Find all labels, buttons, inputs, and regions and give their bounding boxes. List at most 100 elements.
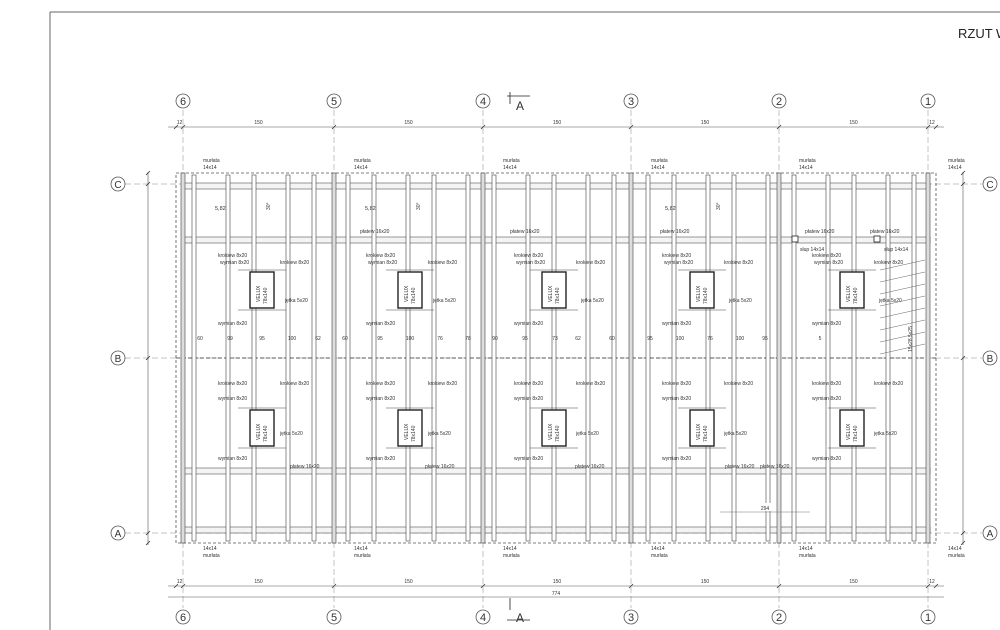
velux-label: VELUX: [846, 285, 852, 302]
truss-post: [628, 172, 634, 544]
rafter-label: krokiew 8x20: [218, 253, 247, 259]
rafter: [585, 174, 591, 542]
velux-size-label: 78x140: [263, 287, 269, 304]
grid-bubble: [110, 350, 126, 366]
rafter: [405, 174, 411, 542]
velux-size-label: 78x140: [411, 287, 417, 304]
wall-plate-size-label: 14x14: [354, 546, 368, 552]
rafter: [911, 174, 917, 542]
wall-plate-label: murłata: [354, 158, 371, 164]
rafter-spacing-label: 100: [676, 336, 685, 342]
trimmer-label: wymian 8x20: [812, 321, 841, 327]
rafter-label: krokiew 8x20: [724, 381, 753, 387]
rafter: [311, 174, 317, 542]
wall-plate-label: murłata: [948, 158, 965, 164]
velux-window: [249, 271, 275, 309]
trimmer-label: wymian 8x20: [662, 321, 691, 327]
purlin-label: płatew 16x20: [575, 464, 605, 470]
dimension-tick: [776, 124, 782, 130]
stair-tread: [879, 259, 926, 271]
trimmer-label: wymian 8x20: [514, 396, 543, 402]
rafter-spacing-label: 95: [762, 336, 768, 342]
rafter-spacing-label: 60: [197, 336, 203, 342]
grid-bubble: [175, 93, 191, 109]
rafter-label: krokiew 8x20: [812, 381, 841, 387]
rafter-label: krokiew 8x20: [366, 381, 395, 387]
dimension-label: 150: [254, 120, 263, 126]
dimension-tick: [933, 583, 939, 589]
rafter-spacing-label: 95: [647, 336, 653, 342]
dimension-tick: [331, 124, 337, 130]
wall-plate-label: murłata: [799, 158, 816, 164]
grid-column-label: 6: [180, 612, 186, 624]
collar-tie-label: jętka 5x20: [580, 298, 604, 304]
rafter-label: krokiew 8x20: [874, 381, 903, 387]
purlin-label: płatew 16x20: [425, 464, 455, 470]
grid-bubble: [982, 176, 998, 192]
dimension-tick: [480, 124, 486, 130]
dimension-label: 150: [849, 120, 858, 126]
wall-plate-size-label: 14x14: [651, 165, 665, 171]
rafter: [431, 174, 437, 542]
dimension-label: 150: [849, 579, 858, 585]
wall-plate-label: murłata: [799, 553, 816, 559]
rafter-spacing-label: 76: [437, 336, 443, 342]
height-label: 5,82: [215, 206, 226, 212]
grid-bubble: [326, 609, 342, 625]
wall-plate-label: murłata: [503, 553, 520, 559]
grid-bubble: [475, 93, 491, 109]
velux-window: [839, 409, 865, 447]
roof-angle-label: 30°: [266, 202, 272, 210]
grid-row-label: A: [987, 529, 994, 540]
rafter-label: krokiew 8x20: [514, 381, 543, 387]
dimension-label: 150: [404, 579, 413, 585]
velux-label: VELUX: [846, 423, 852, 440]
rafter: [465, 174, 471, 542]
interior-dimension-label: 294: [761, 506, 770, 512]
velux-size-label: 78x140: [853, 287, 859, 304]
rafter: [671, 174, 677, 542]
wall-plate-label: murłata: [503, 158, 520, 164]
grid-bubble: [771, 609, 787, 625]
trimmer-label: wymian 8x20: [218, 456, 247, 462]
rafter: [225, 174, 231, 542]
dimension-tick: [145, 530, 151, 536]
post-symbol: [873, 235, 881, 243]
grid-bubble: [623, 93, 639, 109]
rafter-spacing-label: 62: [575, 336, 581, 342]
trimmer-label: wymian 8x20: [366, 396, 395, 402]
velux-window: [839, 271, 865, 309]
dimension-tick: [960, 170, 966, 176]
grid-row-label: C: [986, 180, 993, 191]
height-label: 5,82: [365, 206, 376, 212]
dimension-label: 12: [929, 579, 935, 585]
stair-tread: [879, 343, 926, 355]
rafter-label: krokiew 8x20: [514, 253, 543, 259]
dimension-tick: [145, 170, 151, 176]
grid-row-label: B: [987, 354, 994, 365]
rafter: [791, 174, 797, 542]
grid-column-label: 3: [628, 612, 634, 624]
rafter-label: krokiew 8x20: [218, 381, 247, 387]
rafter-spacing-label: 95: [522, 336, 528, 342]
rafter-spacing-label: 90: [492, 336, 498, 342]
grid-bubble: [920, 93, 936, 109]
dimension-tick: [180, 124, 186, 130]
rafter-spacing-label: 5: [819, 336, 822, 342]
rafter: [765, 174, 771, 542]
dimension-tick: [145, 181, 151, 187]
collar-tie-label: jętka 5x20: [878, 298, 902, 304]
drawing-title: RZUT W: [958, 26, 1000, 41]
collar-tie-label: jętka 5x20: [279, 431, 303, 437]
purlin-label: płatew 16x20: [760, 464, 790, 470]
stair-tread: [879, 331, 926, 343]
rafter: [825, 174, 831, 542]
collar-tie-label: jętka 5x20: [723, 431, 747, 437]
dimension-tick: [933, 124, 939, 130]
trimmer-label: wymian 8x20: [814, 260, 843, 266]
velux-window: [689, 271, 715, 309]
dimension-label: 150: [553, 120, 562, 126]
rafter-spacing-label: 73: [552, 336, 558, 342]
velux-window: [541, 409, 567, 447]
grid-bubble: [982, 350, 998, 366]
